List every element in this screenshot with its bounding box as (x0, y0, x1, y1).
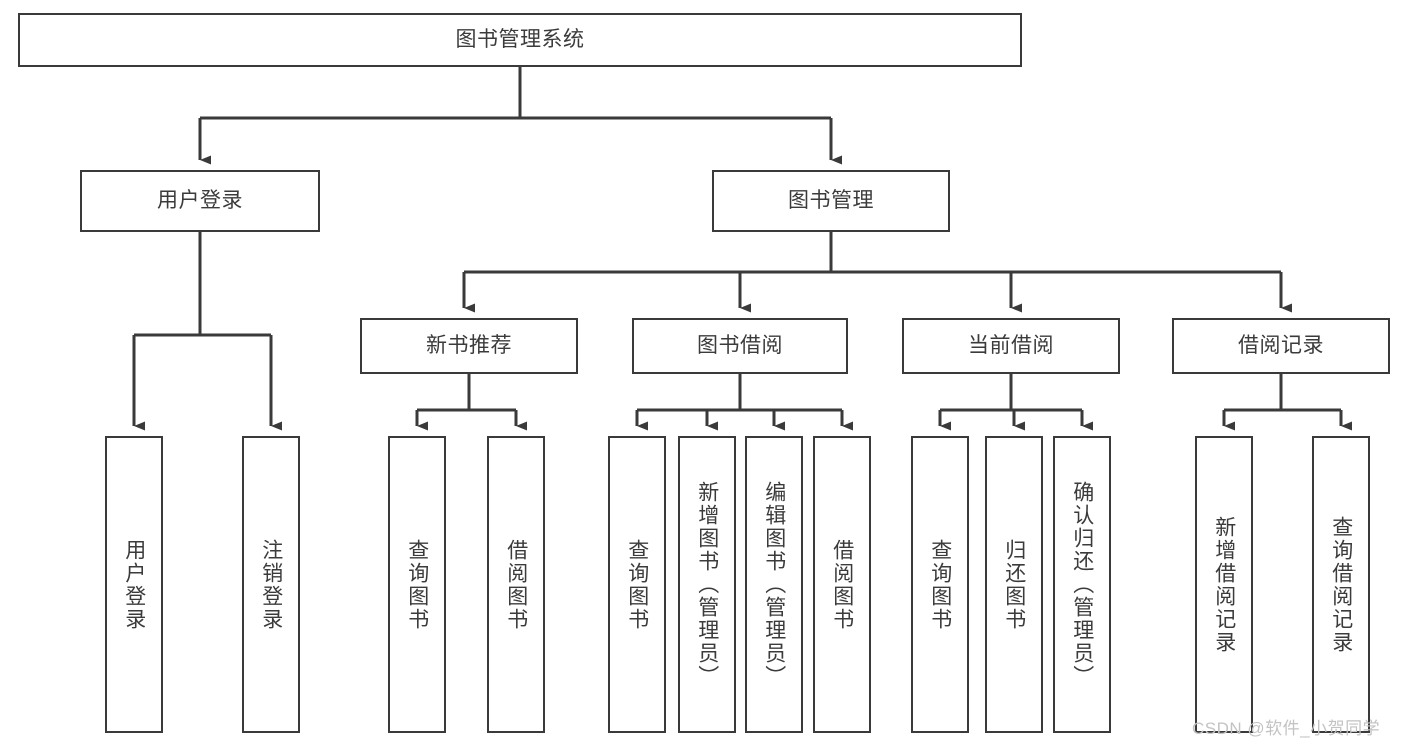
leaf-logout-login-label: 注销登录 (259, 538, 283, 631)
leaf-query-books-current[interactable]: 查询图书 (911, 436, 969, 733)
node-borrow-records[interactable]: 借阅记录 (1172, 318, 1390, 374)
csdn-watermark: CSDN @软件_小贺同学 (1192, 719, 1381, 738)
leaf-borrow-books[interactable]: 借阅图书 (813, 436, 871, 733)
node-user-login[interactable]: 用户登录 (80, 170, 320, 232)
leaf-query-books-current-label: 查询图书 (928, 538, 952, 631)
node-book-management-label: 图书管理 (788, 188, 874, 212)
node-root[interactable]: 图书管理系统 (18, 13, 1022, 67)
node-borrow-records-label: 借阅记录 (1238, 333, 1324, 357)
leaf-query-books-new-label: 查询图书 (405, 538, 429, 631)
leaf-return-books-label: 归还图书 (1002, 538, 1026, 631)
leaf-user-login-label: 用户登录 (122, 538, 146, 631)
node-new-book-recommend[interactable]: 新书推荐 (360, 318, 578, 374)
leaf-add-borrow-record[interactable]: 新增借阅记录 (1195, 436, 1253, 733)
leaf-borrow-books-new[interactable]: 借阅图书 (487, 436, 545, 733)
leaf-confirm-return-admin[interactable]: 确认归还（管理员） (1053, 436, 1111, 733)
node-current-borrow[interactable]: 当前借阅 (902, 318, 1120, 374)
leaf-query-borrow-record-label: 查询借阅记录 (1329, 515, 1353, 654)
node-new-book-recommend-label: 新书推荐 (426, 333, 512, 357)
leaf-user-login[interactable]: 用户登录 (105, 436, 163, 733)
node-book-borrow[interactable]: 图书借阅 (632, 318, 848, 374)
leaf-edit-book-admin[interactable]: 编辑图书（管理员） (745, 436, 803, 733)
leaf-return-books[interactable]: 归还图书 (985, 436, 1043, 733)
node-root-label: 图书管理系统 (455, 27, 585, 51)
leaf-borrow-books-label: 借阅图书 (830, 538, 854, 631)
leaf-add-book-admin[interactable]: 新增图书（管理员） (678, 436, 736, 733)
leaf-borrow-books-new-label: 借阅图书 (504, 538, 528, 631)
node-user-login-label: 用户登录 (157, 188, 243, 212)
leaf-confirm-return-admin-label: 确认归还（管理员） (1070, 481, 1094, 688)
leaf-query-borrow-record[interactable]: 查询借阅记录 (1312, 436, 1370, 733)
leaf-query-books-borrow-label: 查询图书 (625, 538, 649, 631)
leaf-edit-book-admin-label: 编辑图书（管理员） (762, 481, 786, 688)
leaf-logout-login[interactable]: 注销登录 (242, 436, 300, 733)
node-current-borrow-label: 当前借阅 (968, 333, 1054, 357)
leaf-add-borrow-record-label: 新增借阅记录 (1212, 515, 1236, 654)
node-book-management[interactable]: 图书管理 (712, 170, 950, 232)
leaf-query-books-borrow[interactable]: 查询图书 (608, 436, 666, 733)
node-book-borrow-label: 图书借阅 (697, 333, 783, 357)
leaf-query-books-new[interactable]: 查询图书 (388, 436, 446, 733)
leaf-add-book-admin-label: 新增图书（管理员） (695, 481, 719, 688)
